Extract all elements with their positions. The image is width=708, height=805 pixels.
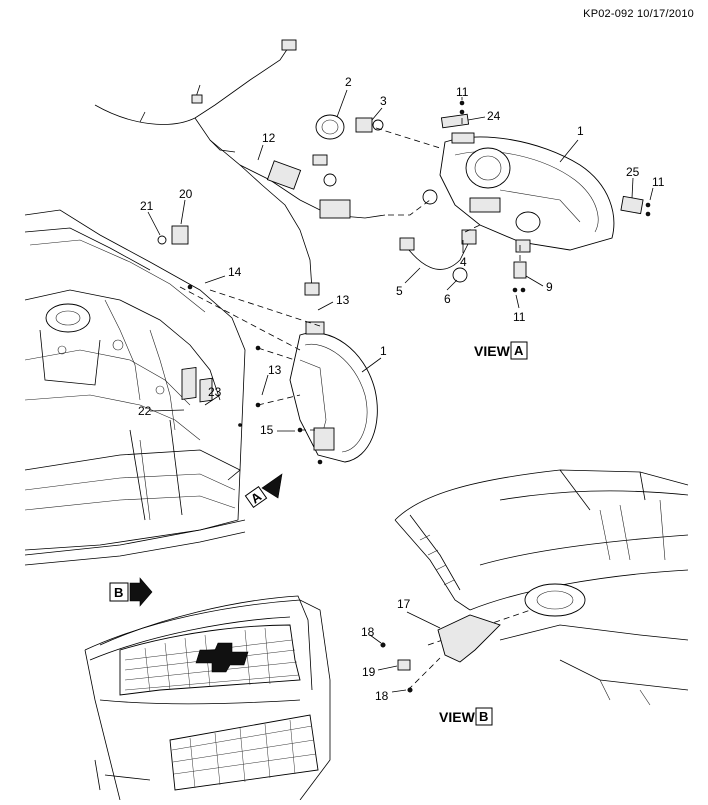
part-20: [171, 225, 189, 245]
callout-23: 23: [208, 385, 222, 399]
view-b-letter: B: [479, 709, 488, 724]
view-b-box: [475, 707, 493, 726]
callout-4: 4: [460, 255, 467, 269]
front-bumper-fascia-view-b: [394, 469, 689, 706]
view-a-arrow: A: [244, 473, 283, 509]
headlamp-upper-bracket: [440, 113, 470, 129]
headlamp-assembly-installed: [289, 321, 378, 465]
emblem-icon: [195, 642, 249, 673]
headlamp-bulb-cover: [315, 114, 345, 140]
callout-9: 9: [546, 280, 553, 294]
fasteners-11: [459, 100, 651, 293]
callout-13-a: 13: [336, 293, 350, 307]
callout-14: 14: [228, 265, 242, 279]
headlamp-assembly-exploded: [439, 132, 615, 253]
headlamp-bulb: [355, 117, 384, 133]
callout-21: 21: [140, 199, 154, 213]
headlamp-wiring-harness: [94, 39, 386, 296]
view-a-box: [510, 341, 528, 360]
callout-15: 15: [260, 423, 274, 437]
fastener-18a: [380, 642, 386, 648]
part-21: [157, 235, 167, 245]
callout-11-bottom: 11: [513, 310, 526, 324]
fastener-19: [397, 659, 411, 671]
callout-6: 6: [444, 292, 451, 306]
callout-11-right: 11: [652, 175, 665, 189]
arrow-b-letter: B: [114, 585, 123, 600]
headlamp-side-bracket: [620, 195, 644, 215]
view-a-letter: A: [514, 343, 524, 358]
callout-25: 25: [626, 165, 640, 179]
document-id: KP02-092 10/17/2010: [583, 8, 694, 20]
callout-12: 12: [262, 131, 276, 145]
view-b-label: VIEW: [439, 709, 476, 725]
callout-11-top: 11: [456, 85, 469, 99]
callout-1-mid: 1: [380, 344, 387, 358]
callout-numbers: 1 1 2 3 4 5 6 9 11 11 11 12 13 13 14 15 …: [138, 75, 665, 703]
view-b-arrow: B: [109, 577, 153, 607]
view-a-label: VIEW: [474, 343, 511, 359]
callout-18-b: 18: [375, 689, 389, 703]
callout-24: 24: [487, 109, 501, 123]
fastener-18b: [407, 687, 413, 693]
callout-2: 2: [345, 75, 352, 89]
fog-lamp-bracket: [437, 614, 501, 663]
vehicle-front-structure: [24, 209, 303, 566]
callout-18-a: 18: [361, 625, 375, 639]
callout-17: 17: [397, 597, 411, 611]
callout-5: 5: [396, 284, 403, 298]
callout-3: 3: [380, 94, 387, 108]
callout-1-top: 1: [577, 124, 584, 138]
headlamp-bracket: [181, 366, 213, 403]
callout-20: 20: [179, 187, 193, 201]
callout-22: 22: [138, 404, 152, 418]
headlamp-lower-bracket: [513, 261, 527, 279]
callout-13-b: 13: [268, 363, 282, 377]
leader-lines: [147, 89, 654, 693]
callout-19: 19: [362, 665, 376, 679]
front-fascia-grille: [84, 595, 331, 801]
